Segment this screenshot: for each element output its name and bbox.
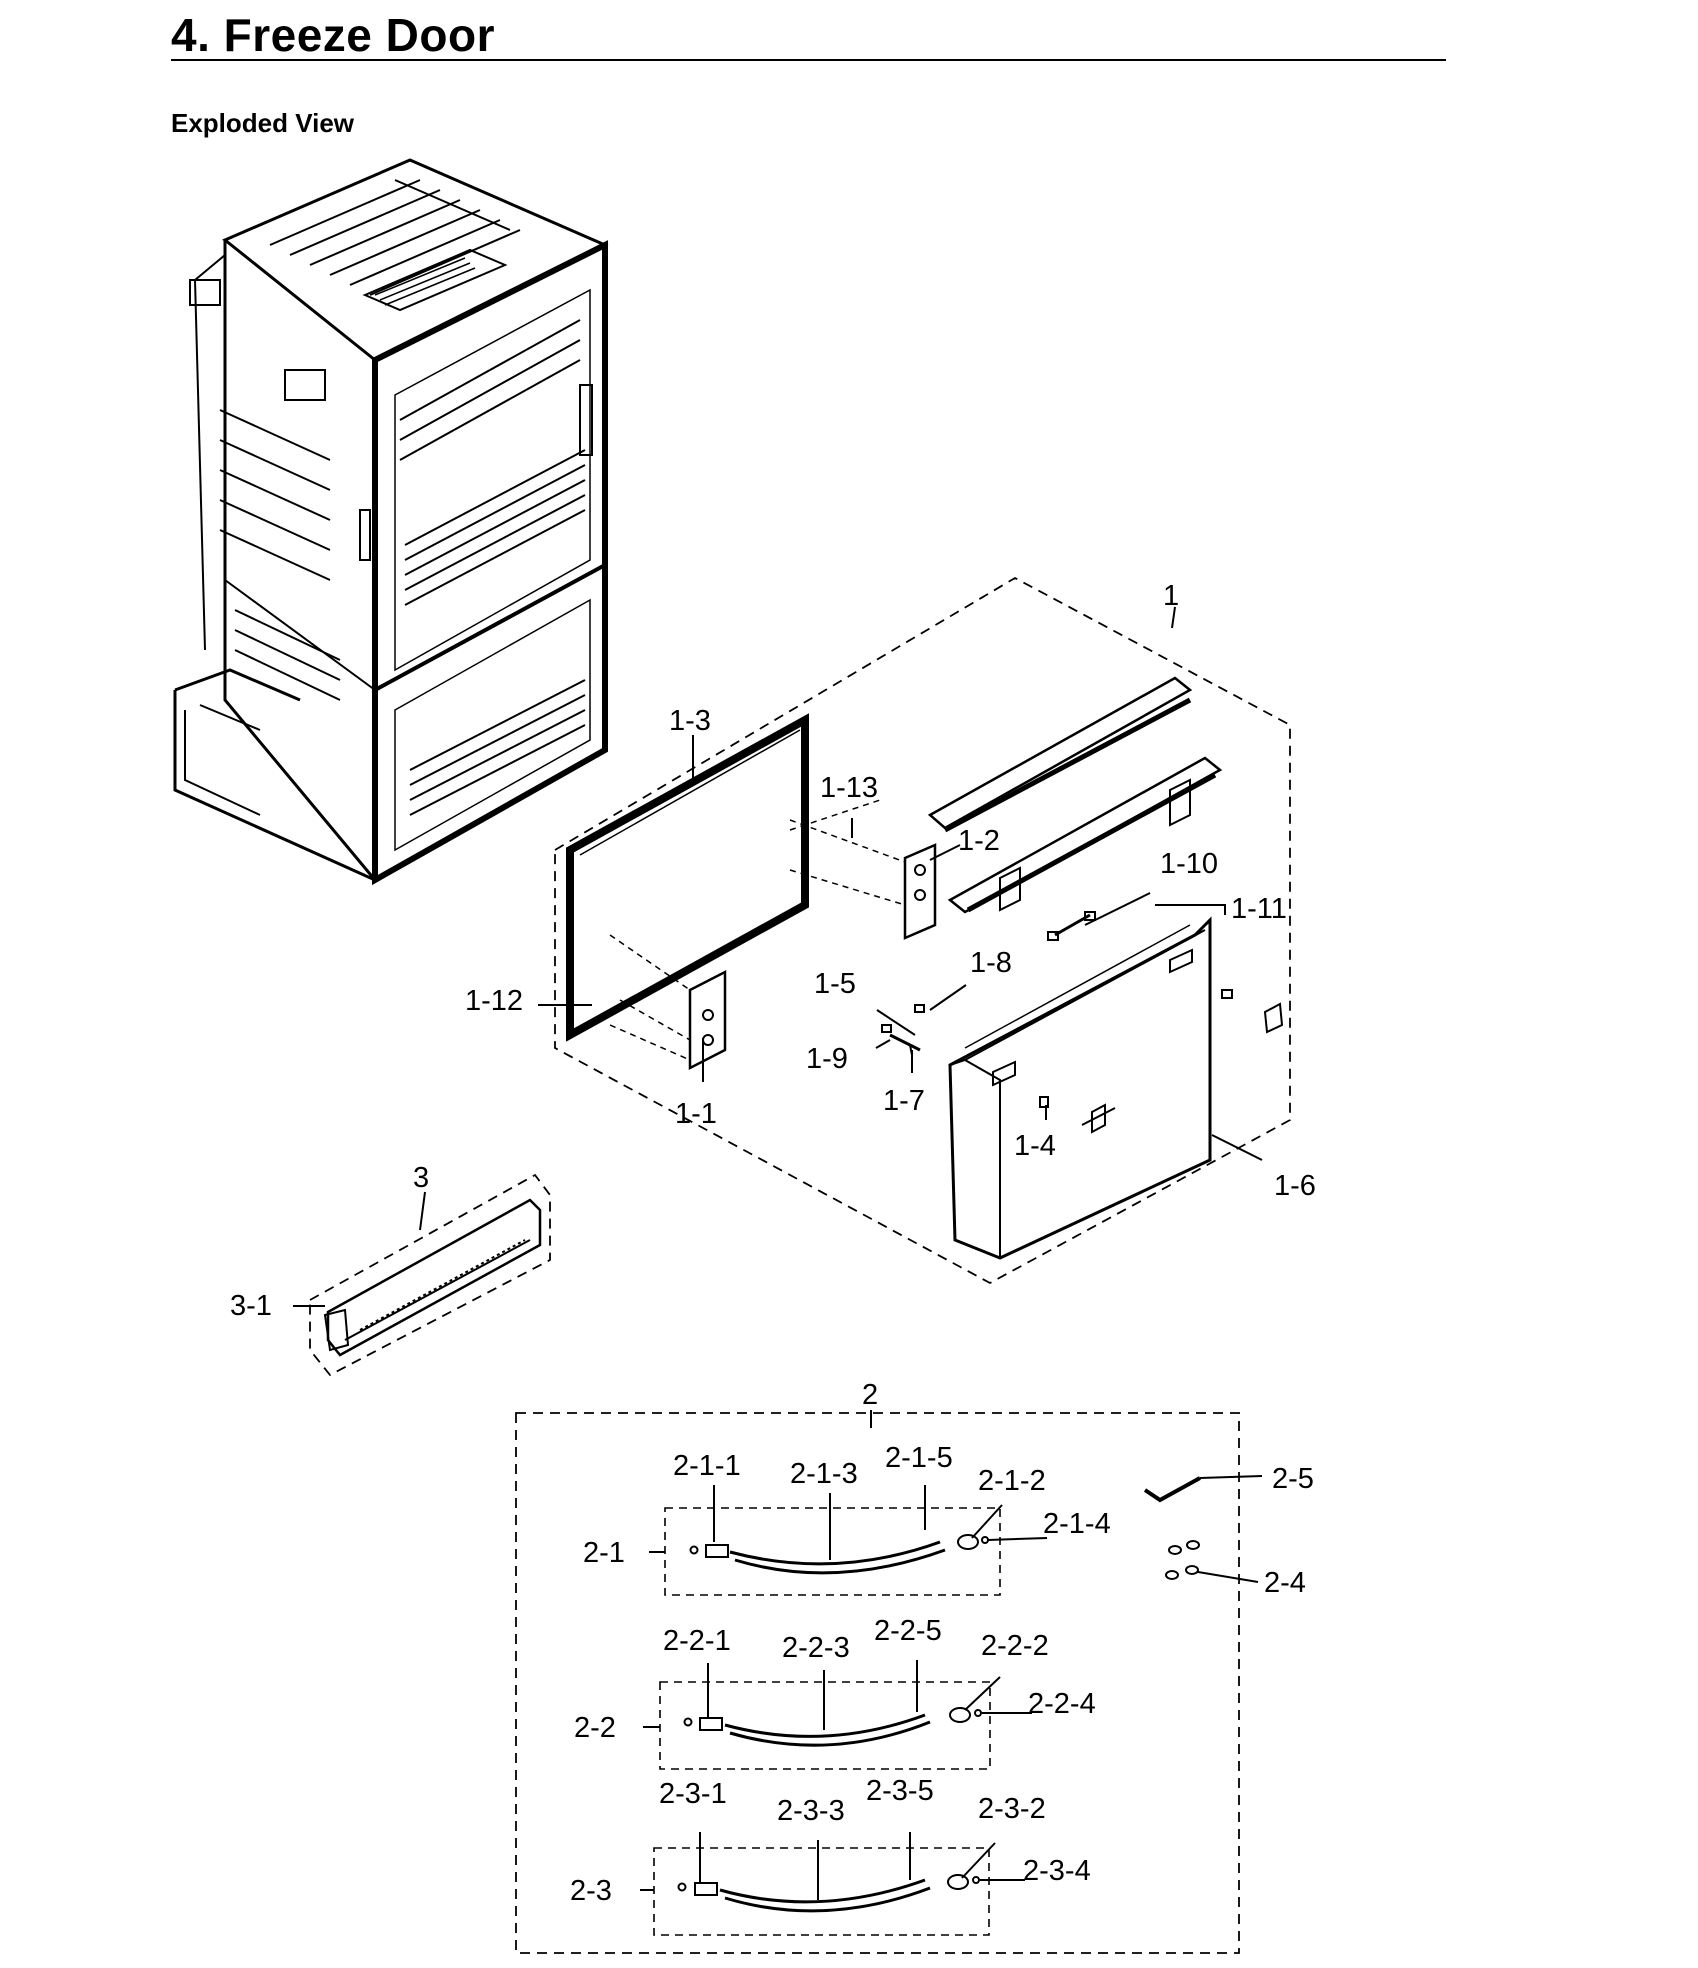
callout-1-2: 1-2 <box>958 825 1000 857</box>
callout-2-1-1: 2-1-1 <box>673 1450 741 1482</box>
callout-2-2-5: 2-2-5 <box>874 1615 942 1647</box>
leader-lines <box>293 606 1263 1900</box>
callout-2-5: 2-5 <box>1272 1463 1314 1495</box>
callout-1-13: 1-13 <box>820 772 878 804</box>
callout-2-1-4: 2-1-4 <box>1043 1508 1111 1540</box>
callout-1-9: 1-9 <box>806 1043 848 1075</box>
callout-2-2-1: 2-2-1 <box>663 1625 731 1657</box>
callout-1-4: 1-4 <box>1014 1130 1056 1162</box>
title-underline <box>171 59 1446 61</box>
page-title: 4. Freeze Door <box>171 9 495 61</box>
callout-2-1-2: 2-1-2 <box>978 1465 1046 1497</box>
callout-1-12: 1-12 <box>465 985 523 1017</box>
callout-labels: 1 1-3 1-13 1-2 1-10 1-11 1-8 1-5 1-12 1-… <box>230 580 1316 1907</box>
callout-1-6: 1-6 <box>1274 1170 1316 1202</box>
callout-2-3: 2-3 <box>570 1875 612 1907</box>
basket-assembly-drawing <box>309 1173 551 1377</box>
callout-1-3: 1-3 <box>669 705 711 737</box>
callout-1-10: 1-10 <box>1160 848 1218 880</box>
callout-2-1-3: 2-1-3 <box>790 1458 858 1490</box>
callout-1-7: 1-7 <box>883 1085 925 1117</box>
callout-2-2-2: 2-2-2 <box>981 1630 1049 1662</box>
callout-2-3-1: 2-3-1 <box>659 1778 727 1810</box>
callout-2-2-4: 2-2-4 <box>1028 1688 1096 1720</box>
callout-1-1: 1-1 <box>675 1098 717 1130</box>
callout-3-1: 3-1 <box>230 1290 272 1322</box>
callout-2-3-5: 2-3-5 <box>866 1775 934 1807</box>
callout-2: 2 <box>862 1379 878 1411</box>
callout-2-1: 2-1 <box>583 1537 625 1569</box>
callout-1: 1 <box>1163 580 1179 612</box>
callout-2-2: 2-2 <box>574 1712 616 1744</box>
callout-1-8: 1-8 <box>970 947 1012 979</box>
callout-2-4: 2-4 <box>1264 1567 1306 1599</box>
callout-2-3-4: 2-3-4 <box>1023 1855 1091 1887</box>
callout-2-2-3: 2-2-3 <box>782 1632 850 1664</box>
freezer-door-assembly-drawing <box>554 576 1291 1285</box>
callout-2-3-2: 2-3-2 <box>978 1793 1046 1825</box>
refrigerator-cabinet-drawing <box>173 158 609 886</box>
callout-3: 3 <box>413 1162 429 1194</box>
callout-1-5: 1-5 <box>814 968 856 1000</box>
handle-assembly-drawing <box>515 1412 1240 1954</box>
callout-2-1-5: 2-1-5 <box>885 1442 953 1474</box>
callout-2-3-3: 2-3-3 <box>777 1795 845 1827</box>
section-subtitle: Exploded View <box>171 108 355 138</box>
callout-1-11: 1-11 <box>1231 893 1287 925</box>
